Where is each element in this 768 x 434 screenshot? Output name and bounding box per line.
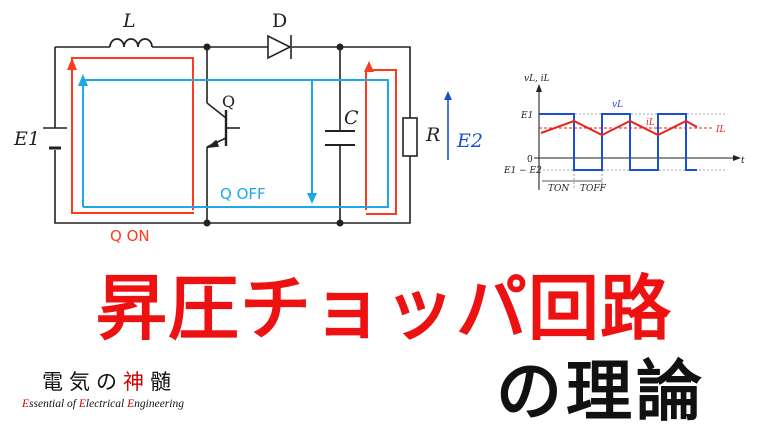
q-on-arrow (67, 58, 77, 70)
wave-vl-label: vL (612, 100, 623, 110)
wave-ton-label: TON (548, 184, 570, 194)
vl-waveform (539, 113, 697, 171)
logo-japanese: 電気の神髄 (42, 370, 177, 394)
wave-toff-label: TOFF (580, 184, 607, 194)
q-on-arrow-2 (364, 61, 374, 72)
title-sub: の理論 (496, 353, 706, 430)
q-on-label: Q ON (110, 227, 150, 245)
source-label: E1 (13, 128, 40, 150)
battery-symbol (43, 127, 67, 150)
q-off-current-path (82, 79, 389, 208)
title-main: 昇圧チョッパ回路 (96, 267, 673, 350)
capacitor-label: C (344, 107, 359, 129)
q-off-label: Q OFF (220, 185, 266, 203)
resistor-symbol (402, 117, 418, 157)
logo-english: Essential of Electrical Engineering (22, 398, 184, 410)
logo: 電気の神髄 Essential of Electrical Engineerin… (22, 366, 184, 410)
il-waveform (540, 119, 698, 137)
diode-label: D (272, 10, 287, 32)
q-off-arrow-1 (78, 74, 88, 86)
transistor-symbol (206, 102, 240, 149)
capacitor-symbol (325, 130, 355, 146)
diode-symbol (267, 34, 292, 60)
wave-y-axis-label: vL, iL (524, 74, 550, 84)
output-voltage-arrow (444, 91, 452, 160)
inductor-label: L (122, 10, 136, 32)
wave-neg-label: E1 − E2 (503, 166, 542, 176)
output-label: E2 (456, 130, 483, 152)
wave-e1-label: E1 (520, 111, 533, 121)
wave-il-avg-label: IL (715, 125, 726, 135)
wave-zero-label: 0 (527, 155, 533, 165)
wave-il-label: iL (646, 118, 655, 128)
transistor-label: Q (222, 92, 235, 111)
junction-dots (203, 43, 344, 227)
boost-chopper-circuit (54, 46, 411, 224)
q-off-arrow-2 (307, 193, 317, 204)
waveform-graph (534, 84, 741, 190)
inductor-symbol (109, 38, 153, 48)
resistor-label: R (425, 124, 440, 146)
wave-t-label: t (741, 156, 745, 166)
